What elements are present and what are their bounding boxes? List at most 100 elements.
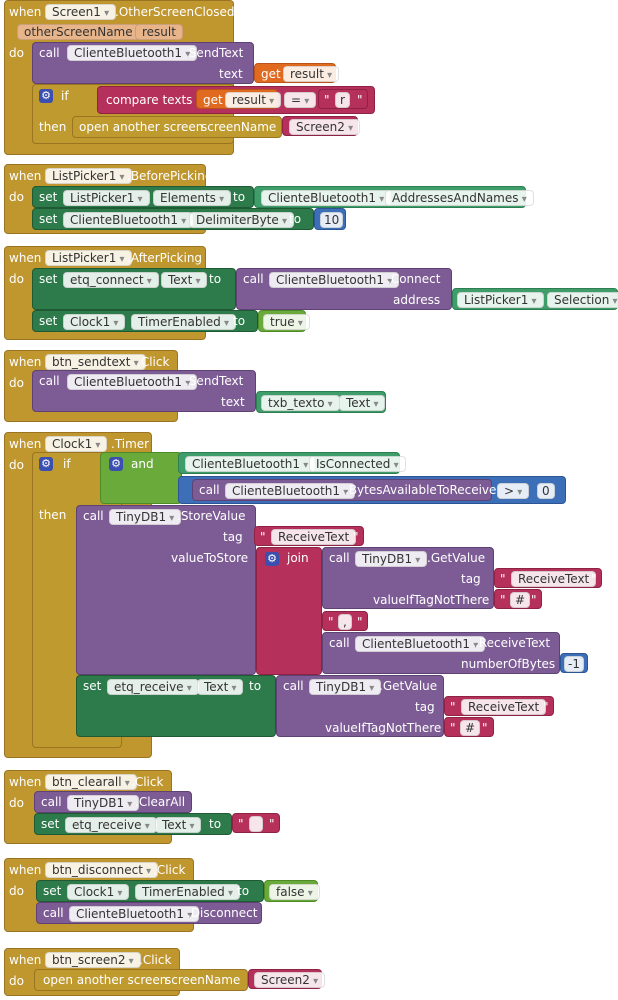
component-dropdown[interactable]: Clock1 — [45, 436, 108, 452]
component-dropdown[interactable]: ClienteBluetooth1 — [225, 483, 356, 499]
call-connect-block[interactable]: call ClienteBluetooth1 .Connect address — [236, 268, 452, 310]
property-dropdown[interactable]: Text — [155, 817, 202, 833]
get-result-block-2[interactable]: get result — [196, 89, 282, 109]
variable-dropdown[interactable]: result — [225, 92, 282, 108]
component-dropdown[interactable]: ClienteBluetooth1 — [67, 374, 198, 390]
number-value[interactable]: -1 — [564, 656, 584, 672]
compare-operator-dropdown[interactable]: = — [284, 92, 317, 108]
param-result[interactable]: result — [135, 24, 183, 40]
component-dropdown[interactable]: Clock1 — [67, 884, 130, 900]
text-literal-receive-text[interactable]: " ReceiveText " — [254, 526, 364, 546]
component-dropdown[interactable]: etq_receive — [107, 679, 199, 695]
property-dropdown[interactable]: Elements — [153, 190, 232, 206]
property-dropdown[interactable]: Text — [197, 679, 244, 695]
open-another-screen-block-2[interactable]: open another screen screenName — [34, 969, 248, 991]
property-dropdown[interactable]: TimerEnabled — [135, 884, 240, 900]
component-dropdown[interactable]: btn_clearall — [45, 774, 137, 790]
property-dropdown[interactable]: IsConnected — [309, 456, 406, 472]
text-literal-screen2-2[interactable]: Screen2 — [248, 969, 326, 989]
call-clear-all-block[interactable]: call TinyDB1 .ClearAll — [34, 791, 192, 813]
call-get-value-block[interactable]: call TinyDB1 .GetValue tag valueIfTagNot… — [322, 547, 494, 609]
component-dropdown[interactable]: btn_disconnect — [45, 862, 159, 878]
set-clock-timer-enabled-block[interactable]: set Clock1 TimerEnabled to — [32, 310, 258, 332]
text-literal-comma[interactable]: " , " — [322, 611, 368, 631]
component-dropdown[interactable]: TinyDB1 — [109, 509, 182, 525]
mutator-gear-icon[interactable]: ⚙ — [39, 457, 53, 471]
variable-dropdown[interactable]: result — [283, 66, 340, 82]
call-disconnect-block[interactable]: call ClienteBluetooth1 .Disconnect — [36, 902, 262, 924]
component-dropdown[interactable]: ClienteBluetooth1 — [261, 190, 392, 206]
mutator-gear-icon[interactable]: ⚙ — [109, 457, 123, 471]
call-get-value-block-2[interactable]: call TinyDB1 .GetValue tag valueIfTagNot… — [276, 675, 444, 737]
set-etq-receive-text-block-2[interactable]: set etq_receive Text to — [34, 813, 232, 835]
call-send-text-block-2[interactable]: call ClienteBluetooth1 .SendText text — [32, 370, 256, 412]
text-join-block[interactable]: ⚙ join — [256, 547, 322, 675]
screen-dropdown[interactable]: Screen2 — [289, 119, 361, 135]
component-dropdown[interactable]: ListPicker1 — [457, 292, 544, 308]
text-literal-empty[interactable]: " " — [232, 813, 280, 833]
call-send-text-block[interactable]: call ClienteBluetooth1 .SendText text — [32, 42, 254, 84]
set-etq-connect-text-block[interactable]: set etq_connect Text to — [32, 268, 236, 310]
component-dropdown[interactable]: Screen1 — [45, 4, 117, 20]
get-listpicker-selection-block[interactable]: ListPicker1 Selection — [452, 288, 618, 310]
text-literal-receive-text-2[interactable]: " ReceiveText " — [494, 568, 602, 588]
text-value[interactable]: ReceiveText — [271, 529, 357, 545]
call-receive-text-block[interactable]: call ClienteBluetooth1 .ReceiveText numb… — [322, 632, 560, 674]
compare-operator-dropdown[interactable]: > — [497, 483, 530, 499]
number-neg1-block[interactable]: -1 — [560, 653, 588, 673]
component-dropdown[interactable]: TinyDB1 — [355, 551, 428, 567]
component-dropdown[interactable]: ClienteBluetooth1 — [63, 212, 194, 228]
number-value[interactable]: 10 — [320, 212, 344, 228]
text-value[interactable]: , — [338, 614, 352, 630]
boolean-dropdown[interactable]: true — [263, 314, 310, 330]
text-literal-hash[interactable]: " # " — [494, 589, 542, 609]
boolean-dropdown[interactable]: false — [269, 884, 320, 900]
open-another-screen-block[interactable]: open another screen screenName — [72, 116, 282, 138]
screen-dropdown[interactable]: Screen2 — [254, 972, 326, 988]
set-clock-timer-enabled-block-2[interactable]: set Clock1 TimerEnabled to — [36, 880, 264, 902]
component-dropdown[interactable]: etq_receive — [65, 817, 157, 833]
component-dropdown[interactable]: etq_connect — [63, 272, 159, 288]
component-dropdown[interactable]: txb_texto — [261, 395, 340, 411]
component-dropdown[interactable]: TinyDB1 — [309, 679, 382, 695]
set-elements-block[interactable]: set ListPicker1 Elements to — [32, 186, 254, 208]
component-dropdown[interactable]: TinyDB1 — [67, 795, 140, 811]
boolean-false-block[interactable]: false — [264, 880, 320, 902]
property-dropdown[interactable]: Selection — [547, 292, 618, 308]
logic-and-block[interactable]: ⚙ and — [100, 452, 182, 504]
text-value[interactable]: # — [460, 720, 481, 736]
property-dropdown[interactable]: AddressesAndNames — [385, 190, 534, 206]
text-value[interactable]: ReceiveText — [461, 699, 547, 715]
text-literal-screen2[interactable]: Screen2 — [282, 116, 361, 136]
text-literal-hash-2[interactable]: " # " — [444, 717, 494, 737]
set-delimiter-byte-block[interactable]: set ClienteBluetooth1 DelimiterByte to — [32, 208, 314, 230]
text-literal-receive-text-3[interactable]: " ReceiveText " — [444, 696, 554, 716]
property-dropdown[interactable]: TimerEnabled — [131, 314, 236, 330]
component-dropdown[interactable]: ClienteBluetooth1 — [269, 272, 400, 288]
get-txb-texto-text-block[interactable]: txb_texto Text — [256, 391, 386, 413]
component-dropdown[interactable]: btn_screen2 — [45, 952, 141, 968]
mutator-gear-icon[interactable]: ⚙ — [39, 89, 53, 103]
component-dropdown[interactable]: ClienteBluetooth1 — [67, 45, 198, 61]
property-dropdown[interactable]: DelimiterByte — [189, 212, 294, 228]
call-bytes-available-block[interactable]: call ClienteBluetooth1 .BytesAvailableTo… — [192, 479, 496, 501]
boolean-true-block[interactable]: true — [258, 310, 310, 332]
component-dropdown[interactable]: ListPicker1 — [63, 190, 150, 206]
component-dropdown[interactable]: ListPicker1 — [45, 250, 132, 266]
component-dropdown[interactable]: ListPicker1 — [45, 168, 132, 184]
set-etq-receive-text-block[interactable]: set etq_receive Text to — [76, 675, 276, 737]
property-dropdown[interactable]: Text — [339, 395, 386, 411]
text-value[interactable]: r — [335, 92, 350, 108]
text-value[interactable]: ReceiveText — [511, 571, 597, 587]
get-addresses-and-names-block[interactable]: ClienteBluetooth1 AddressesAndNames — [254, 186, 534, 208]
get-result-block[interactable]: get result — [254, 63, 340, 83]
property-dropdown[interactable]: Text — [161, 272, 208, 288]
param-other-screen-name[interactable]: otherScreenName — [17, 24, 140, 40]
text-value-empty[interactable] — [249, 816, 263, 832]
component-dropdown[interactable]: ClienteBluetooth1 — [355, 636, 486, 652]
call-store-value-block[interactable]: call TinyDB1 .StoreValue tag valueToStor… — [76, 505, 256, 675]
number-value-zero[interactable]: 0 — [537, 483, 555, 499]
component-dropdown[interactable]: btn_sendtext — [45, 354, 146, 370]
component-dropdown[interactable]: ClienteBluetooth1 — [185, 456, 316, 472]
component-dropdown[interactable]: Clock1 — [63, 314, 126, 330]
